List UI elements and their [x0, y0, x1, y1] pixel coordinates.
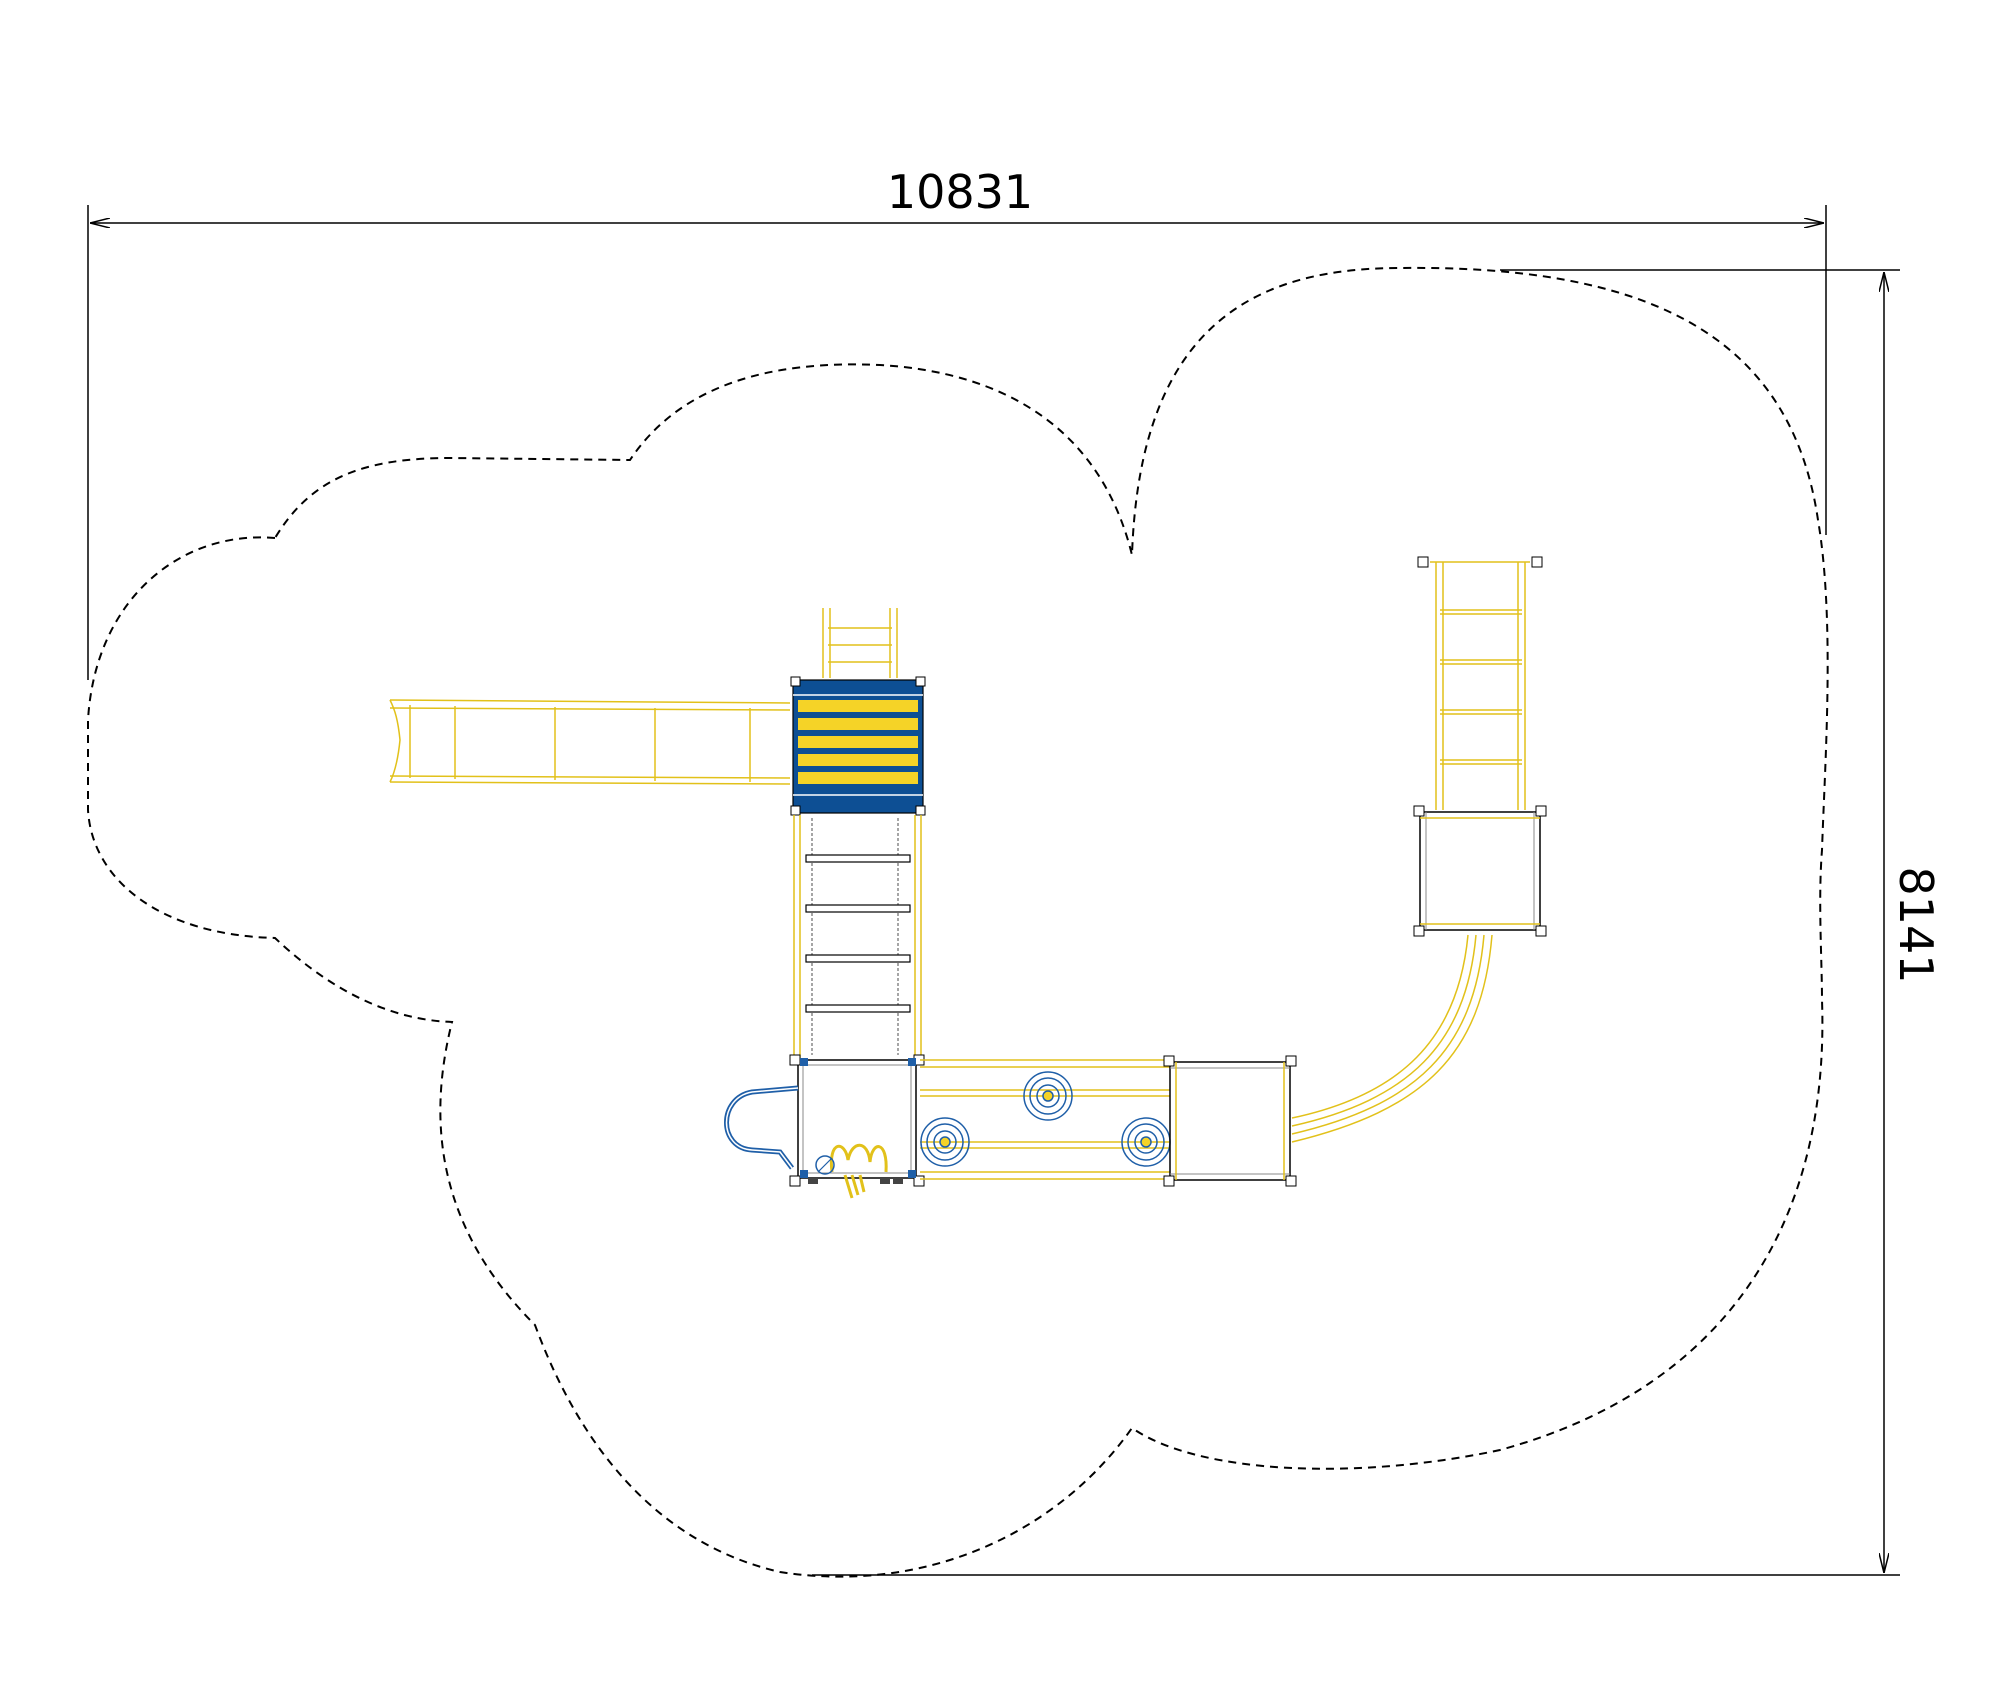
right-ladder [1417, 556, 1543, 810]
platform-post [1413, 925, 1425, 937]
platform-post [789, 1175, 801, 1187]
slide [389, 699, 791, 785]
tower-post [915, 676, 926, 687]
chain-bridge [793, 815, 922, 1058]
tower-post [790, 805, 801, 816]
stepping-disc [1023, 1071, 1073, 1121]
disc-bridge [920, 1059, 1171, 1180]
top-ladder [822, 608, 898, 678]
curved-bridge [1291, 934, 1493, 1143]
width-dimension: 10831 [87, 165, 1827, 680]
tower-roof [790, 676, 926, 816]
tower-post [790, 676, 801, 687]
tower-post [915, 805, 926, 816]
ladder-post [1417, 556, 1429, 568]
platform-post [1285, 1175, 1297, 1187]
platform-post [1163, 1175, 1175, 1187]
platform-post [789, 1054, 801, 1066]
height-dimension-label: 8141 [1889, 866, 1943, 983]
side-climber [724, 1085, 799, 1170]
safety-zone-outline [87, 266, 1829, 1578]
platform-post [1285, 1055, 1297, 1067]
lower-left-platform [724, 1054, 925, 1199]
middle-platform [1163, 1055, 1297, 1187]
platform-post [1535, 805, 1547, 817]
stepping-disc [920, 1117, 970, 1167]
platform-post [913, 1175, 925, 1187]
steering-wheel-icon [815, 1155, 835, 1175]
right-platform [1413, 805, 1547, 937]
platform-post [1535, 925, 1547, 937]
platform-post [1413, 805, 1425, 817]
spiral-climber [829, 1143, 888, 1199]
platform-post [1163, 1055, 1175, 1067]
height-dimension: 8141 [812, 269, 1943, 1576]
ladder-post [1531, 556, 1543, 568]
width-dimension-label: 10831 [887, 165, 1033, 219]
